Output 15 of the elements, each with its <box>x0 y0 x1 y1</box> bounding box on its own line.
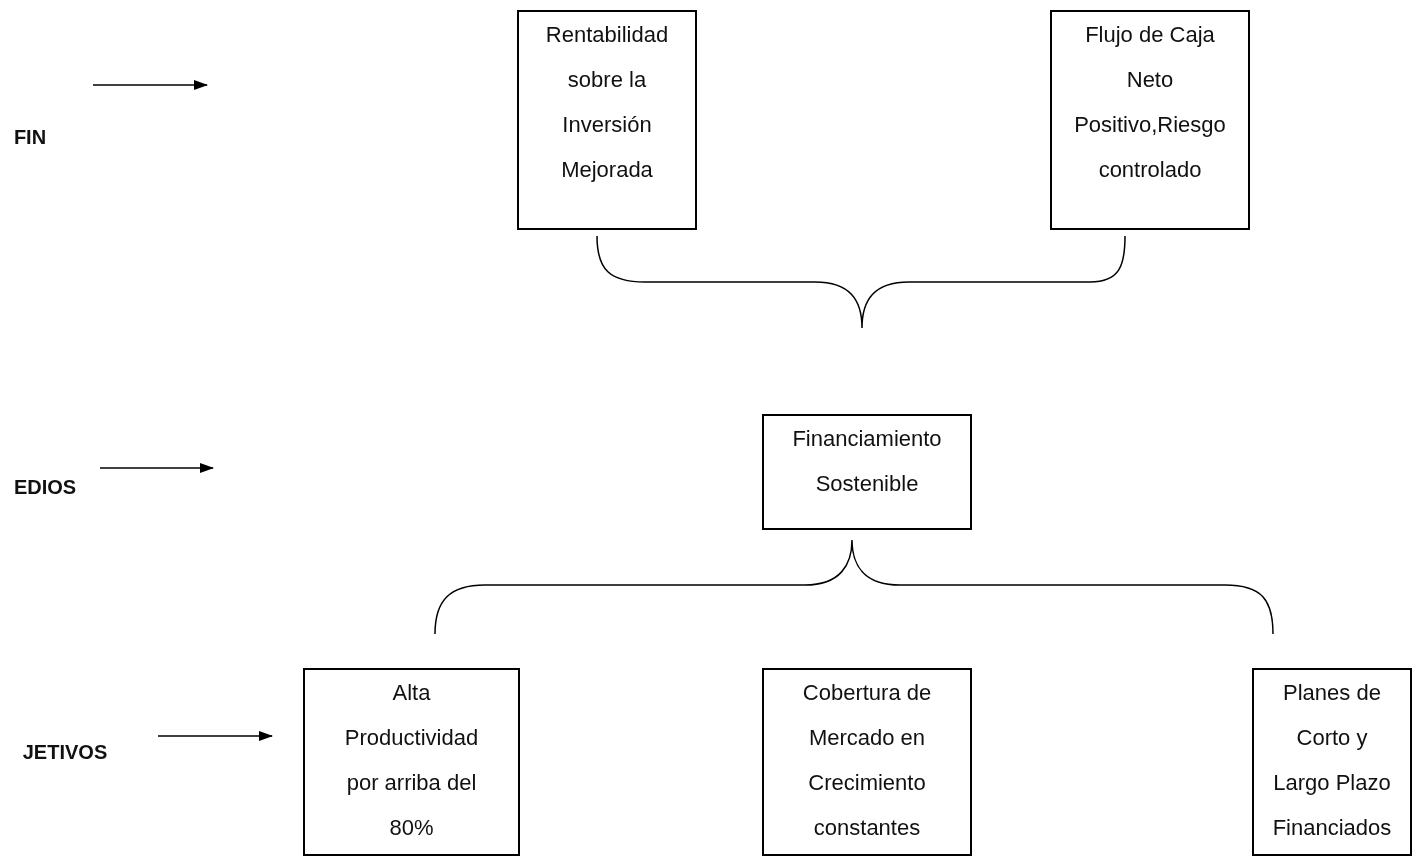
text-box <box>762 668 972 856</box>
text-box <box>1050 10 1250 230</box>
text-box <box>517 10 697 230</box>
level-label: JETIVOS <box>22 741 108 764</box>
level-label: EDIOS <box>13 476 77 499</box>
box-text: Financiamiento Sostenible <box>791 425 943 498</box>
box-text: Rentabilidad sobre la Inversión Mejorada <box>544 21 670 184</box>
text-box <box>1252 668 1412 856</box>
box-text: Alta Productividad por arriba del 80% <box>343 679 480 842</box>
level-label: FIN <box>13 126 47 149</box>
text-box <box>762 414 972 530</box>
box-text: Flujo de Caja Neto Positivo,Riesgo controlado <box>1073 21 1227 184</box>
box-text: Planes de Corto y Largo Plazo Financiados <box>1271 679 1393 842</box>
text-box <box>303 668 520 856</box>
box-text: Cobertura de Mercado en Crecimiento constantes <box>801 679 933 842</box>
